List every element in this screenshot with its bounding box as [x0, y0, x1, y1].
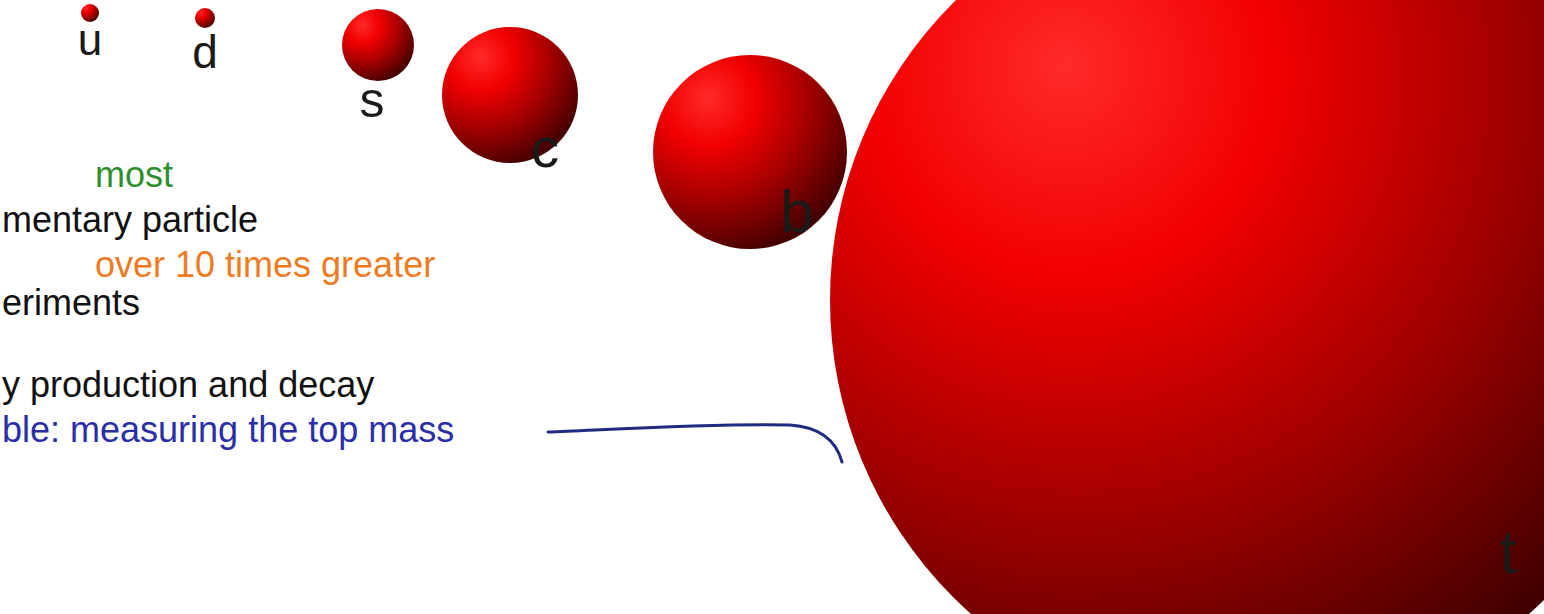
- slide-text: y production and decay: [2, 365, 374, 405]
- slide-text: mentary particle: [2, 200, 258, 240]
- slide-text: ble: measuring the top mass: [2, 410, 454, 450]
- sphere-shape: [830, 0, 1544, 614]
- sphere-fill: [653, 55, 847, 249]
- leader-line: [548, 425, 842, 462]
- sphere-fill: [830, 0, 1544, 614]
- quark-letter: c: [531, 120, 559, 176]
- quark-letter: t: [1499, 521, 1516, 583]
- sphere-shape: [342, 9, 414, 81]
- quark-sphere: u: [81, 4, 99, 22]
- sphere-shape: [653, 55, 847, 249]
- quark-letter: b: [780, 182, 813, 242]
- quark-letter: u: [78, 18, 102, 62]
- quark-sphere: b: [653, 55, 847, 249]
- quark-sphere: t: [830, 0, 1544, 614]
- quark-letter: s: [360, 75, 385, 125]
- slide-text: most: [95, 155, 173, 195]
- quark-letter: d: [192, 29, 218, 75]
- quark-sphere: c: [442, 27, 578, 163]
- sphere-fill: [342, 9, 414, 81]
- quark-sphere: s: [342, 9, 414, 81]
- slide-text: eriments: [2, 283, 140, 323]
- sphere-fill: [195, 8, 215, 28]
- slide-text: over 10 times greater: [95, 245, 435, 285]
- quark-sphere: d: [195, 8, 215, 28]
- sphere-shape: [195, 8, 215, 28]
